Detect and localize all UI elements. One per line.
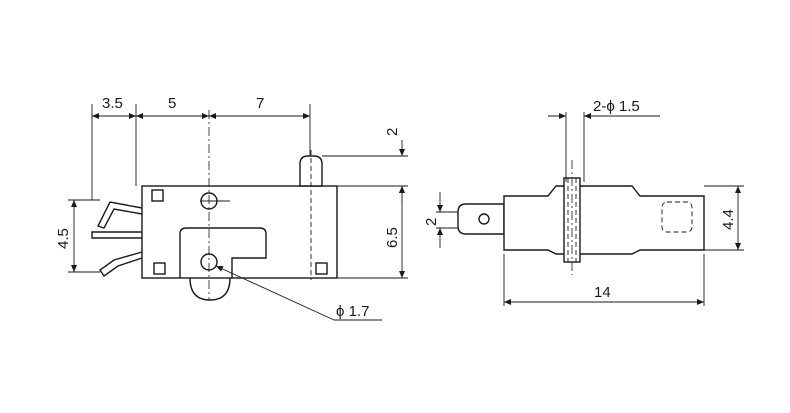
corner-square-bl	[153, 262, 166, 275]
dim-3-5: 3.5	[102, 95, 123, 112]
lever-bottom-arc	[189, 277, 231, 301]
front-view: 3.5 5 7 2 6.5 4.5 ϕ 1.7	[55, 95, 408, 321]
dim-7: 7	[256, 95, 264, 112]
switch-housing	[141, 185, 338, 279]
dim-2-phi-1-5: 2-ϕ 1.5	[593, 98, 640, 115]
terminal-tab	[457, 203, 505, 235]
lever-cutout	[179, 227, 267, 278]
dim-14: 14	[594, 284, 611, 301]
corner-square-tl	[151, 189, 164, 202]
dim-6-5: 6.5	[384, 227, 401, 248]
dim-4-5: 4.5	[55, 228, 72, 249]
corner-square-br	[315, 262, 328, 275]
side-housing	[503, 185, 705, 255]
dim-phi-1-7: ϕ 1.7	[336, 303, 369, 320]
tab-hole	[478, 213, 490, 225]
dim-5: 5	[168, 95, 176, 112]
dim-2-side: 2	[423, 218, 440, 226]
side-view: 2-ϕ 1.5 2 4.4 14	[423, 98, 744, 306]
dim-4-4: 4.4	[720, 209, 737, 230]
dim-2-front: 2	[384, 128, 401, 136]
terminal-pins	[91, 201, 143, 277]
dashed-square	[661, 201, 693, 233]
